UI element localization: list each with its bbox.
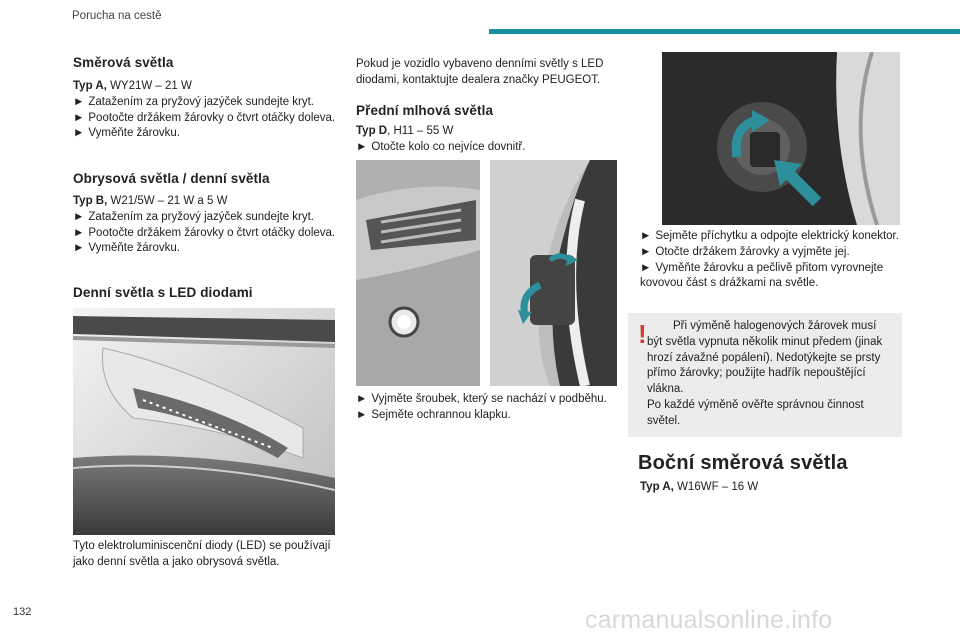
bulb-type: Typ D, H11 – 55 W [356, 125, 454, 137]
led-caption: Tyto elektroluminiscenční diody (LED) se… [73, 540, 331, 568]
section-title-position-lights: Obrysová světla / denní světla [73, 171, 270, 186]
bulb-type: Typ A, W16WF – 16 W [640, 481, 759, 493]
bullet-arrow-icon: ► [73, 95, 85, 108]
step: ►Pootočte držákem žárovky o čtvrt otáčky… [73, 111, 336, 124]
bullet-arrow-icon: ► [73, 127, 85, 140]
step: ►Vyjměte šroubek, který se nachází v pod… [356, 393, 607, 405]
step: ►Pootočte držákem žárovky o čtvrt otáčky… [73, 226, 336, 239]
side-indicators-type: Typ A, W16WF – 16 W [640, 480, 902, 496]
warning-paragraph: Při výměně halogenových žárovek musí být… [647, 320, 883, 396]
step: ►Vyměňte žárovku a pečlivě přitom vyrovn… [640, 261, 884, 290]
step: ►Sejměte ochrannou klapku. [356, 408, 511, 421]
bullet-arrow-icon: ► [640, 245, 652, 258]
wheel-arch-photo [490, 160, 617, 386]
fog-light-illustration [356, 160, 480, 386]
step: ►Zatažením za pryžový jazýček sundejte k… [73, 95, 315, 108]
bullet-arrow-icon: ► [356, 408, 368, 421]
bulb-type: Typ B, W21/5W – 21 W a 5 W [73, 195, 228, 207]
bulb-type: Typ A, WY21W – 21 W [73, 80, 192, 92]
wheel-arch-illustration [490, 160, 617, 386]
step: ►Otočte držákem žárovky a vyjměte jej. [640, 245, 850, 258]
step: ►Otočte kolo co nejvíce dovnitř. [356, 140, 526, 153]
led-headlight-illustration [73, 308, 335, 535]
bullet-arrow-icon: ► [356, 393, 368, 405]
bullet-arrow-icon: ► [73, 226, 85, 239]
bullet-arrow-icon: ► [73, 210, 85, 223]
bullet-arrow-icon: ► [356, 140, 368, 153]
bulb-holder-illustration [662, 52, 900, 225]
bullet-arrow-icon: ► [640, 261, 652, 274]
section-title-side-indicators: Boční směrová světla [638, 452, 848, 474]
bulb-steps: ►Sejměte příchytku a odpojte elektrický … [640, 229, 902, 292]
warning-text: Při výměně halogenových žárovek musí být… [647, 319, 894, 430]
page-number: 132 [13, 606, 32, 618]
warning-box: ! Při výměně halogenových žárovek musí b… [628, 313, 902, 437]
step: ►Sejměte příchytku a odpojte elektrický … [640, 230, 899, 242]
section-title-led-lights: Denní světla s LED diodami [73, 285, 253, 300]
bulb-holder-photo [662, 52, 900, 225]
fog-light-photo [356, 160, 480, 386]
section-body-position-lights: Typ B, W21/5W – 21 W a 5 W ►Zatažením za… [73, 194, 338, 257]
header-accent-bar [489, 29, 960, 34]
warning-paragraph: Po každé výměně ověřte správnou činnost … [647, 398, 864, 427]
watermark: carmanualsonline.info [585, 606, 833, 634]
step: ►Zatažením za pryžový jazýček sundejte k… [73, 210, 315, 223]
bullet-arrow-icon: ► [640, 230, 652, 242]
section-title-direction-lights: Směrová světla [73, 55, 174, 70]
section-title-fog-lights: Přední mlhová světla [356, 103, 494, 118]
section-body-fog-lights: Typ D, H11 – 55 W ►Otočte kolo co nejvíc… [356, 124, 622, 156]
warning-icon: ! [638, 319, 647, 349]
fog-steps: ►Vyjměte šroubek, který se nachází v pod… [356, 392, 622, 424]
step: ►Vyměňte žárovku. [73, 242, 181, 255]
section-body-direction-lights: Typ A, WY21W – 21 W ►Zatažením za pryžov… [73, 79, 338, 142]
bullet-arrow-icon: ► [73, 111, 85, 124]
led-headlight-photo [73, 308, 335, 535]
led-dealer-note: Pokud je vozidlo vybaveno denními světly… [356, 58, 604, 86]
running-header: Porucha na cestě [72, 10, 162, 22]
step: ►Vyměňte žárovku. [73, 127, 181, 140]
bullet-arrow-icon: ► [73, 242, 85, 255]
